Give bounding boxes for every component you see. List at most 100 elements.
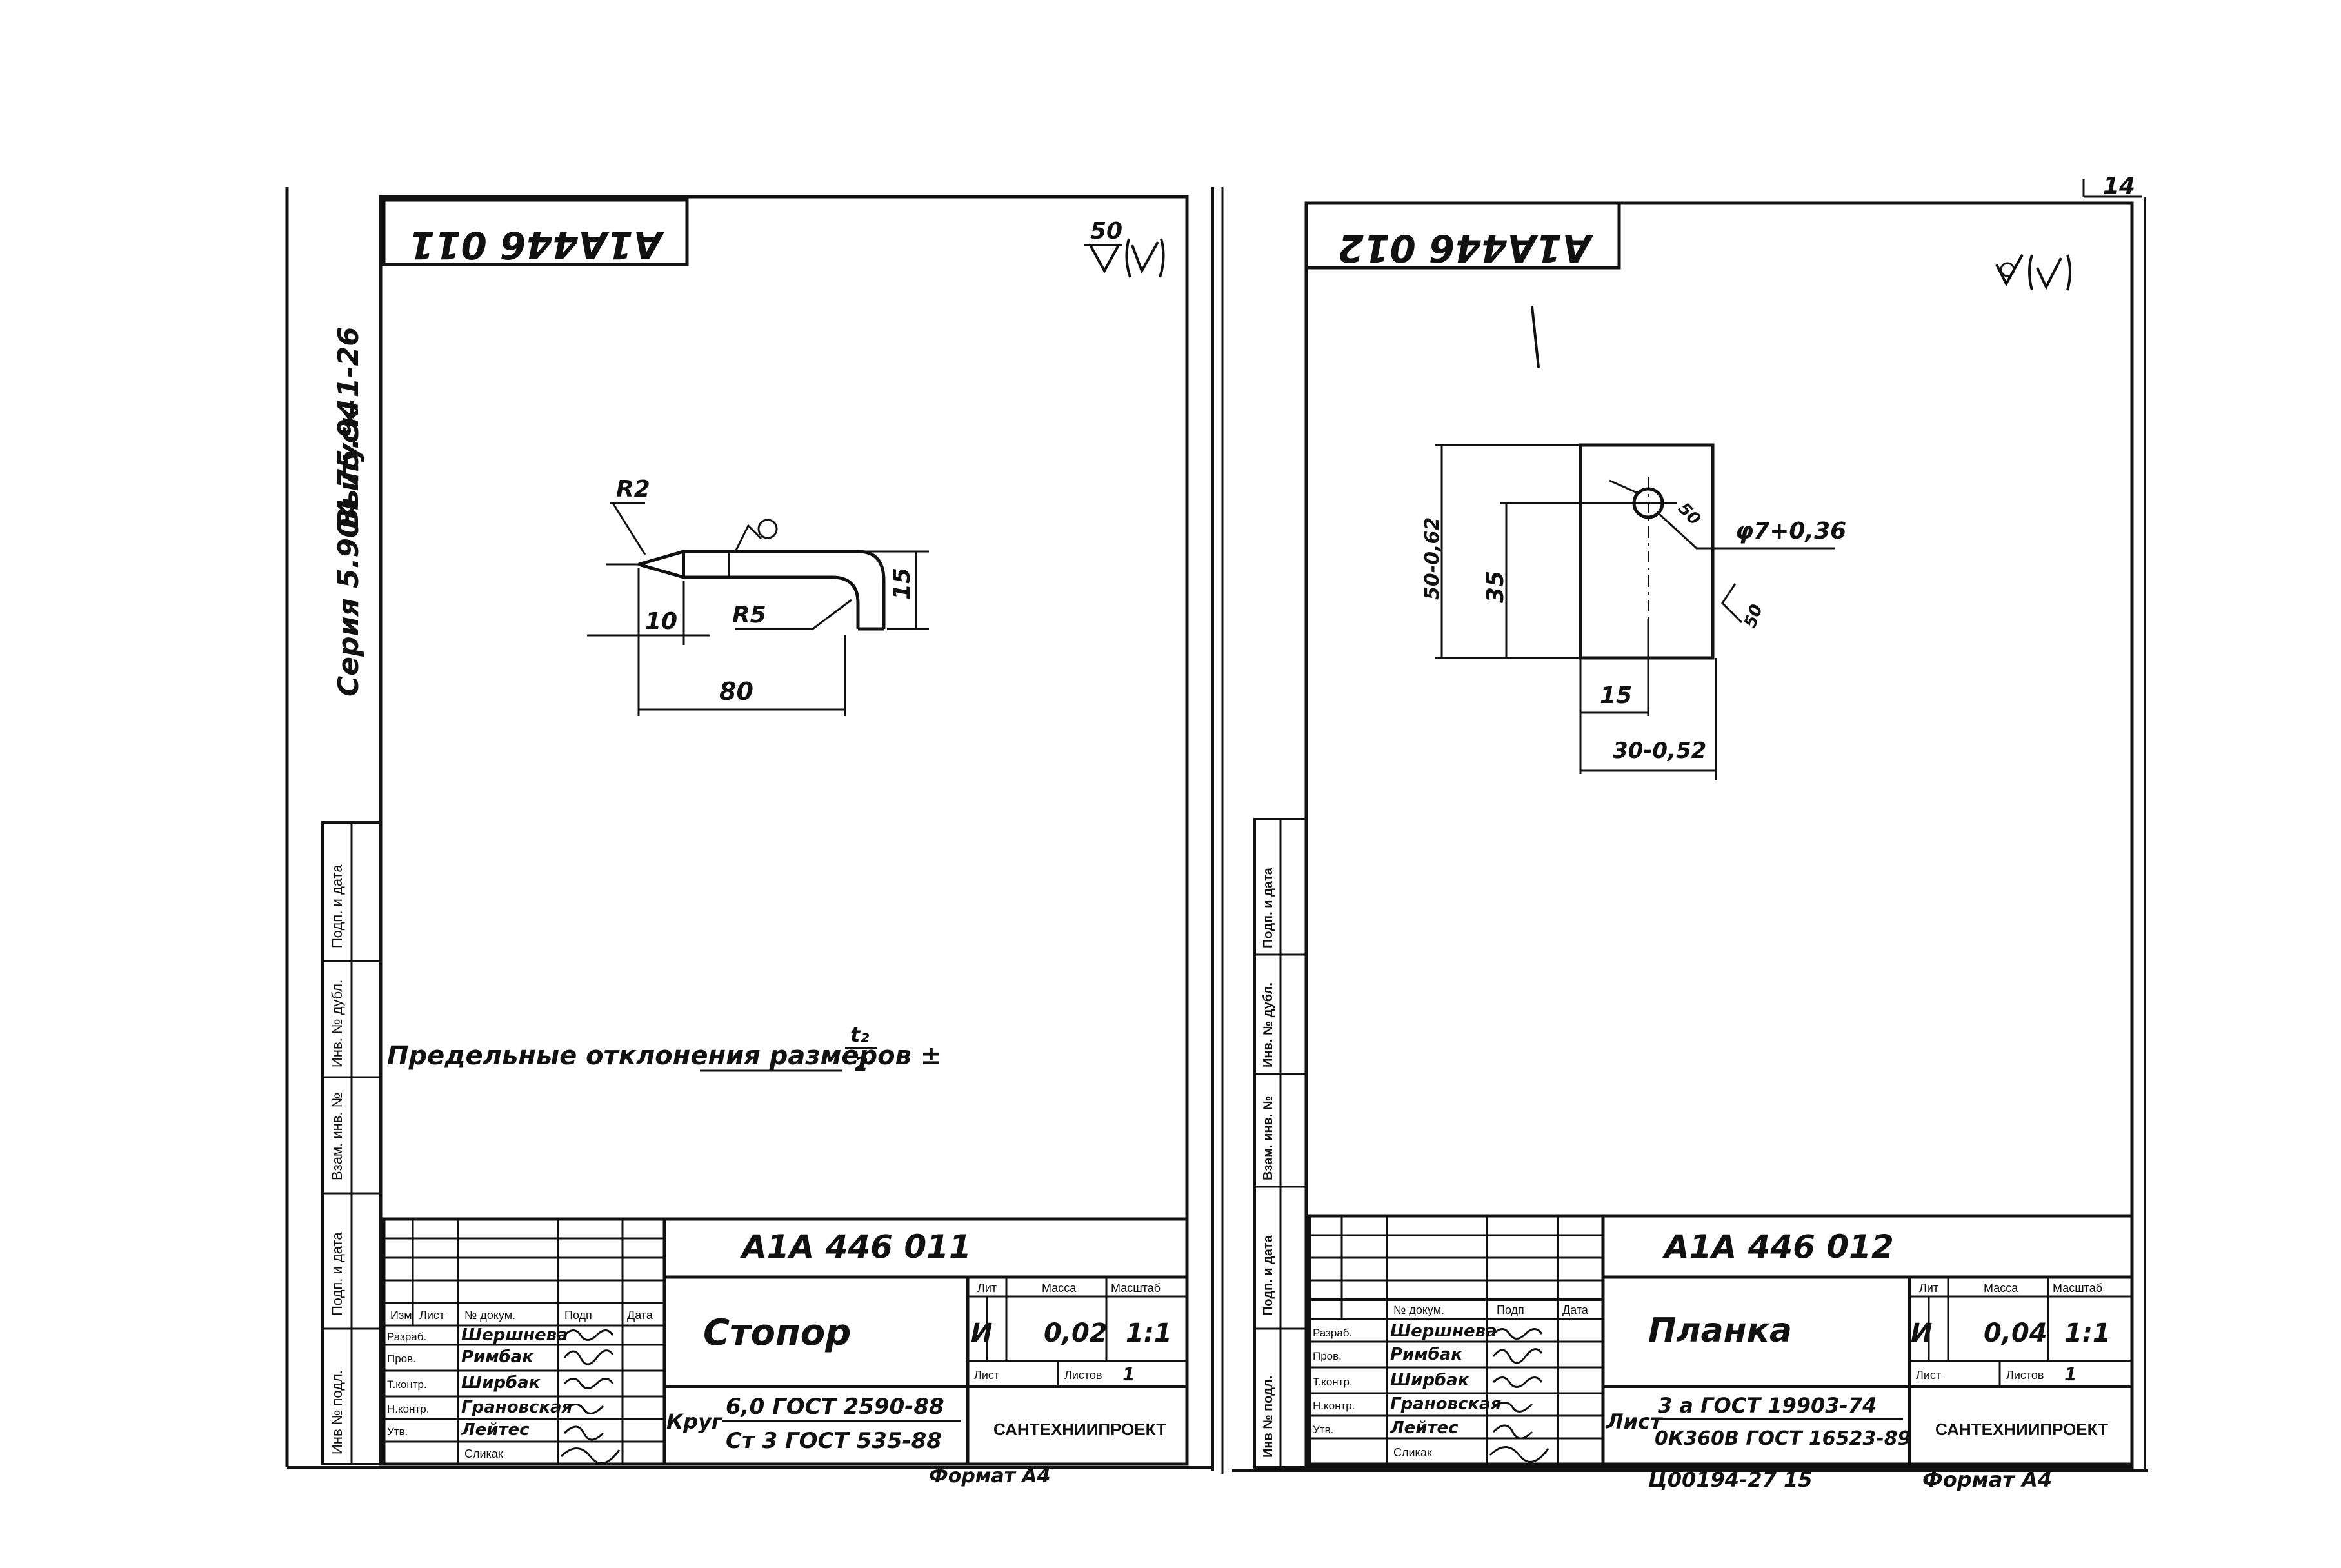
hdr-sign: Подп: [564, 1309, 592, 1322]
right-format: Формат А4: [1922, 1467, 2052, 1492]
scale-value: 1:1: [1126, 1318, 1172, 1348]
lit-label: Лит: [1919, 1282, 1938, 1295]
left-part-name: Стопор: [703, 1312, 851, 1354]
signature: [1492, 1328, 1543, 1340]
tolerance-frac-den: 2: [855, 1053, 868, 1076]
hdr-date: Дата: [627, 1309, 653, 1322]
material-prefix: Лист: [1606, 1409, 1664, 1434]
hdr-izm: Изм: [390, 1309, 412, 1322]
role: Т.контр.: [1313, 1376, 1353, 1388]
material-line1: 6,0 ГОСТ 2590-88: [726, 1394, 944, 1420]
person-name: Шершнева: [461, 1325, 568, 1345]
role: Пров.: [1313, 1350, 1342, 1362]
person-name: Римбак: [461, 1347, 534, 1367]
lit-value: И: [1911, 1318, 1932, 1348]
rough-50b: 50: [1740, 602, 1767, 630]
right-sheet-code: А1А446 012: [1338, 226, 1593, 270]
dim-10: 10: [645, 608, 677, 635]
dim-hole: φ7+0,36: [1735, 518, 1846, 544]
role: Т.контр.: [387, 1378, 427, 1391]
left-sheet: А1А446 011 50 Серия 5.904 75.94 Выпуск 1…: [285, 187, 1214, 1487]
signature: [1492, 1348, 1543, 1364]
hdr-doc: № докум.: [464, 1309, 515, 1322]
signature: [563, 1378, 614, 1389]
series-text: Серия 5.904 75.94: [332, 399, 365, 697]
right-bottom-note: Ц00194-27 15: [1648, 1467, 1813, 1492]
sheet-label: Лист: [974, 1369, 999, 1382]
signature: [560, 1447, 621, 1464]
dim-15: 15: [1600, 682, 1632, 709]
stamp-label: Инв № подл.: [329, 1370, 345, 1454]
stamp-label: Инв. № дубл.: [1261, 982, 1275, 1067]
organization: САНТЕХНИИПРОЕКТ: [1935, 1420, 2108, 1439]
dim-50: 50-0,62: [1421, 517, 1444, 600]
stamp-label: Взам. инв. №: [1261, 1096, 1275, 1180]
signature: [564, 1404, 604, 1414]
hdr-list: Лист: [419, 1309, 444, 1322]
signature: [1492, 1424, 1533, 1440]
roughness-value: 50: [1090, 218, 1122, 244]
mass-value: 0,04: [1984, 1318, 2047, 1348]
tolerance-frac-num: t₂: [850, 1022, 869, 1047]
material-prefix: Круг: [666, 1409, 723, 1434]
dim-35: 35: [1482, 571, 1509, 603]
hdr-doc: № докум.: [1393, 1304, 1444, 1316]
sheets-value: 1: [2064, 1364, 2077, 1385]
stamp-label: Инв № подл.: [1261, 1376, 1275, 1458]
sheets-label: Листов: [2006, 1369, 2044, 1382]
left-roughness-symbol: 50: [1084, 218, 1165, 278]
dim-r2: R2: [616, 476, 650, 502]
mass-label: Масса: [1042, 1282, 1077, 1295]
mass-value: 0,02: [1044, 1318, 1108, 1348]
person-name: Грановская: [1390, 1394, 1501, 1414]
dim-15: 15: [889, 568, 915, 600]
right-doc-code: А1А 446 012: [1662, 1228, 1894, 1265]
hdr-date: Дата: [1562, 1304, 1589, 1316]
stamp-label: Подп. и дата: [329, 1232, 345, 1316]
stopper-part-drawing: R2 R5 10 15 80: [587, 476, 929, 716]
scale-label: Масштаб: [1111, 1282, 1161, 1295]
signature: [563, 1329, 614, 1341]
sheet-label: Лист: [1916, 1369, 1941, 1382]
material-line1: 3 а ГОСТ 19903-74: [1658, 1393, 1877, 1418]
right-roughness-symbol: [1995, 254, 2071, 291]
scale-label: Масштаб: [2053, 1282, 2102, 1295]
person-name: Ширбак: [461, 1373, 541, 1393]
person-name: Ширбак: [1390, 1371, 1470, 1390]
stamp-label: Подп. и дата: [1261, 1235, 1275, 1316]
left-side-stamp: Инв № подл. Подп. и дата Взам. инв. № Ин…: [321, 821, 382, 1465]
material-line2: 0К360В ГОСТ 16523-89: [1655, 1427, 1911, 1450]
sheets-value: 1: [1122, 1364, 1135, 1385]
stamp-label: Взам. инв. №: [329, 1093, 345, 1180]
signature: [1493, 1402, 1533, 1413]
scale-value: 1:1: [2064, 1318, 2111, 1348]
lit-label: Лит: [977, 1282, 997, 1295]
organization: САНТЕХНИИПРОЕКТ: [993, 1420, 1166, 1439]
person-name: Лейтес: [1390, 1418, 1459, 1438]
sheets-label: Листов: [1064, 1369, 1102, 1382]
dim-r5: R5: [732, 602, 766, 628]
left-inner-frame: [379, 195, 1189, 1466]
right-title-block: № докум. Подп Дата Разраб. Пров. Т.контр…: [1308, 1214, 2134, 1466]
person-name: Римбак: [1390, 1345, 1463, 1364]
hdr-sign: Подп: [1497, 1304, 1524, 1316]
role: Пров.: [387, 1353, 416, 1365]
page-number: 14: [2103, 173, 2135, 199]
right-code-box: [1304, 201, 1621, 270]
signature: [1489, 1446, 1549, 1463]
right-part-name: Планка: [1648, 1311, 1792, 1350]
right-sheet: 14 А1А446 012: [1232, 173, 2148, 1492]
signature: [563, 1425, 604, 1441]
right-side-stamp: Инв № подл. Подп. и дата Взам. инв. № Ин…: [1253, 818, 1308, 1469]
issue-text: Выпуск 1-26: [332, 326, 365, 529]
tolerance-note: Предельные отклонения размеров ±: [387, 1041, 942, 1071]
signature: [1492, 1376, 1543, 1388]
plate-part-drawing: 50-0,62 35 15 30-0,52 φ7+0,36 50 50: [1421, 443, 1846, 780]
person-name: Шершнева: [1390, 1322, 1497, 1341]
mass-label: Масса: [1984, 1282, 2018, 1295]
role: Н.контр.: [1313, 1400, 1355, 1412]
role: Н.контр.: [387, 1403, 429, 1415]
role: Разраб.: [387, 1331, 426, 1343]
person-name: Лейтес: [461, 1420, 530, 1440]
